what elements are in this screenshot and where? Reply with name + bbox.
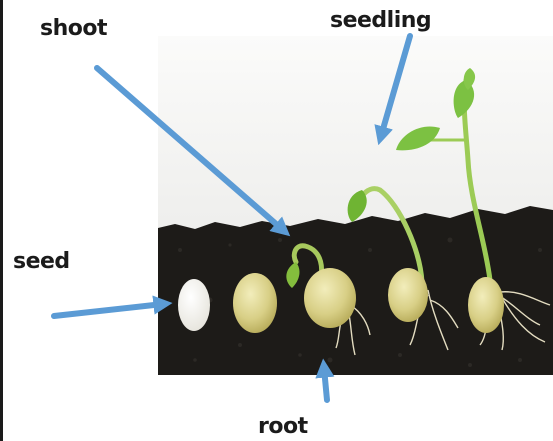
shoot-label: shoot xyxy=(40,16,107,41)
seed-label: seed xyxy=(13,249,70,274)
seed-arrow xyxy=(54,304,163,316)
seed-3 xyxy=(304,268,356,328)
seedling-label: seedling xyxy=(330,8,431,33)
seed-4 xyxy=(388,268,428,322)
root-label: root xyxy=(258,414,308,439)
seed-2 xyxy=(233,273,277,333)
seed-1 xyxy=(178,279,210,331)
root-arrow xyxy=(324,368,327,400)
seed-5 xyxy=(468,277,504,333)
